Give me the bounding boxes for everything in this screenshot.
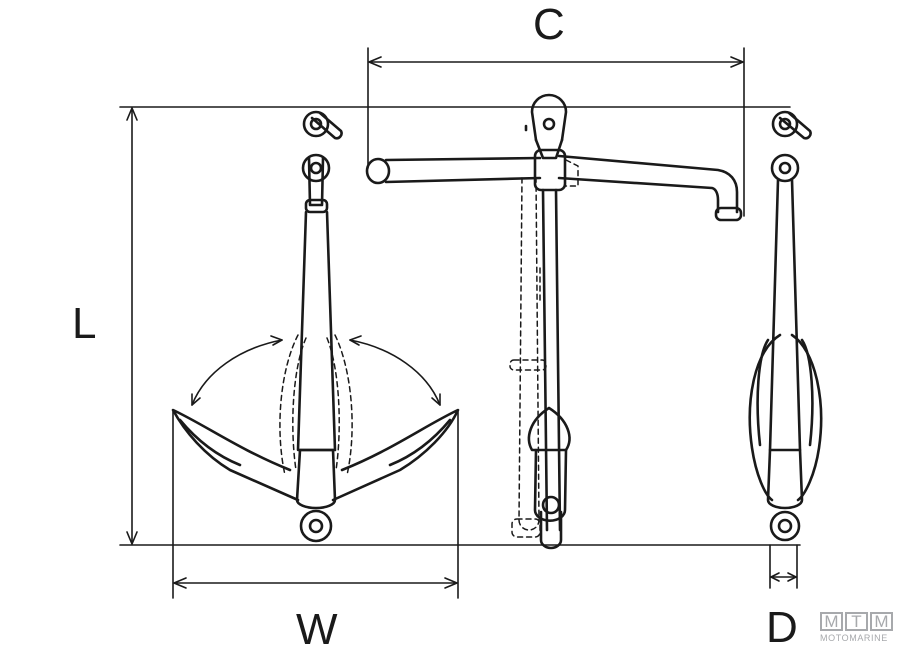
fold-swing-arcs [191,335,441,406]
folded-arms-dashed [279,334,353,476]
logo-subtitle: MOTOMARINE [820,633,888,643]
logo-letter-boxes: M T M [820,612,898,631]
motomarine-logo: M T M MOTOMARINE [820,612,898,646]
dimension-line-l [126,107,138,545]
dimension-label-d: D [766,603,798,652]
dimension-line-w [173,577,458,589]
anchor-front-view [171,110,460,543]
dimension-line-d [770,572,797,582]
extension-lines [119,47,801,599]
dimension-line-c [368,56,744,68]
stock-folded-dashed [509,159,579,538]
anchor-stock-view [365,93,743,550]
logo-letter: M [820,612,843,631]
dimension-label-l: L [72,299,97,348]
anchor-side-view [748,110,823,542]
logo-letter: T [845,612,868,631]
dimension-label-c: C [533,0,565,49]
dimension-label-w: W [296,605,338,654]
logo-letter: M [870,612,893,631]
